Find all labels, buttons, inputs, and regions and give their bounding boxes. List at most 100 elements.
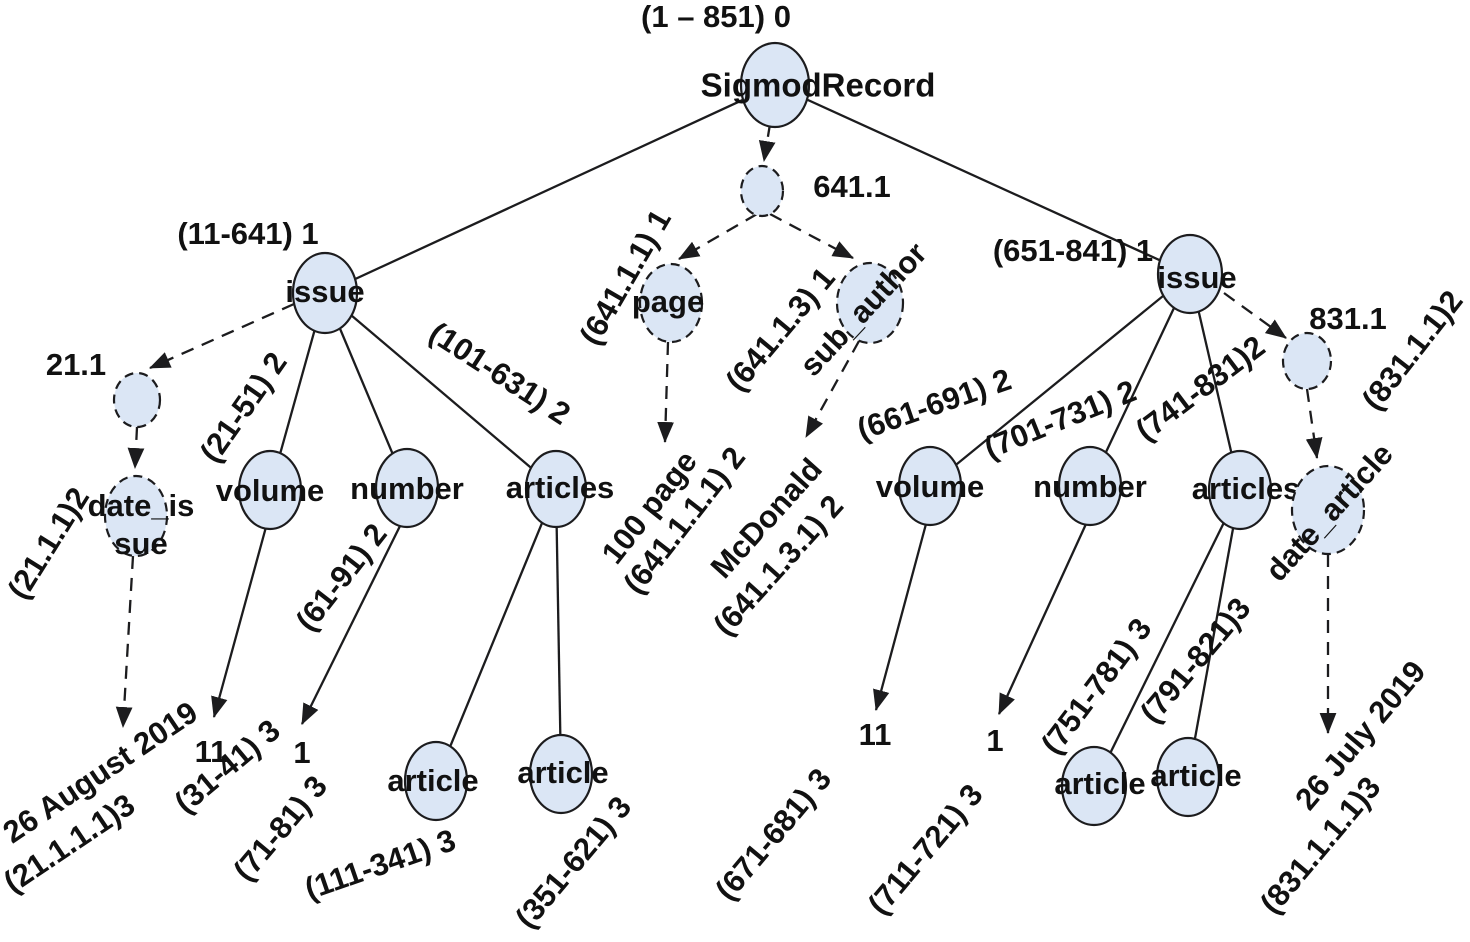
node-number-right-ellipse: [1057, 445, 1123, 527]
node-sigmod-record: SigmodRecord: [701, 41, 936, 129]
label-article-left-1-interval: (111-341) 3: [300, 822, 460, 906]
node-articles-left-ellipse: [524, 449, 588, 529]
node-sigmod-record-label: SigmodRecord: [701, 67, 936, 104]
node-number-right: number: [1033, 445, 1147, 527]
label-issue-left-interval: (11-641) 1: [177, 216, 318, 251]
node-date-article-ellipse: [1290, 464, 1366, 556]
edge-issue-left-articles: [324, 292, 557, 490]
node-volume-left-ellipse: [237, 449, 303, 531]
edge-volume-left-value: [211, 526, 268, 719]
node-volume-right: volume: [876, 445, 985, 527]
node-article-left-1-ellipse: [403, 740, 469, 822]
ref-issue-left-21-1: [149, 302, 295, 370]
node-issue-left-label: issue: [285, 274, 364, 309]
node-sub-author-ellipse: [835, 261, 905, 345]
value-number-left: 1: [293, 735, 310, 770]
node-date-issue-ellipse: [103, 474, 169, 558]
node-article-right-1: article: [1054, 745, 1146, 827]
node-page-ellipse: [638, 262, 704, 344]
edge-number-left-value: [300, 525, 402, 725]
value-number-right: 1: [986, 723, 1003, 758]
node-articles-right: articles: [1192, 449, 1301, 531]
label-articles-right-interval: (741-831)2: [1129, 329, 1271, 448]
label-number-right-value-interval: (711-721) 3: [861, 777, 990, 921]
node-articles-left: articles: [506, 449, 615, 529]
ref-page-value: [657, 341, 674, 444]
label-date-issue-interval: (21.1.1)2: [1, 481, 96, 605]
label-volume-left-interval: (21-51) 2: [193, 346, 294, 469]
node-ref-node-641-1-ellipse: [739, 164, 785, 218]
node-issue-right: issue: [1156, 233, 1237, 315]
node-sigmod-record-ellipse: [739, 41, 811, 129]
node-article-left-2: article: [517, 733, 609, 815]
node-articles-right-label: articles: [1192, 471, 1301, 506]
value-volume-right: 11: [859, 717, 892, 752]
node-issue-right-ellipse: [1156, 233, 1224, 315]
edge-issue-right-volume: [929, 273, 1191, 487]
label-article-right-2-interval: (791-821)3: [1133, 591, 1257, 730]
node-ref-node-831-1: [1281, 331, 1333, 391]
node-article-right-1-ellipse: [1060, 745, 1128, 827]
node-article-left-1: article: [387, 740, 479, 822]
edge-number-right-value: [997, 523, 1088, 715]
ref-21-1-date-issue: [127, 426, 145, 470]
node-issue-left: issue: [285, 251, 365, 335]
node-article-right-1-label: article: [1054, 766, 1145, 801]
label-root-interval: (1 – 851) 0: [641, 0, 791, 34]
node-article-left-2-ellipse: [528, 733, 594, 815]
node-issue-left-ellipse: [291, 251, 359, 335]
node-article-left-1-label: article: [387, 763, 478, 798]
node-article-left-2-label: article: [517, 755, 608, 790]
edge-root-issue-left: [324, 83, 776, 295]
edge-issue-right-number: [1088, 273, 1192, 487]
ref-sub-author-value: [804, 340, 861, 438]
node-ref-node-21-1-ellipse: [112, 371, 162, 429]
node-article-right-2-label: article: [1150, 758, 1241, 793]
edge-articles-right-article-1: [1092, 489, 1242, 787]
edge-volume-right-value: [873, 523, 928, 712]
label-ref-node-831-1: 831.1: [1309, 301, 1387, 336]
node-issue-right-label: issue: [1157, 260, 1236, 295]
node-article-right-2-ellipse: [1155, 736, 1221, 818]
node-number-left: number: [350, 447, 464, 529]
node-page: page: [632, 262, 704, 344]
node-number-left-ellipse: [374, 447, 440, 529]
edge-articles-left-article-1: [434, 488, 558, 782]
ref-641-1-page: [678, 213, 758, 260]
ref-issue-right-831-1: [1223, 292, 1287, 339]
node-articles-left-label: articles: [506, 470, 615, 505]
node-date-article: date_article: [1259, 436, 1400, 587]
node-volume-right-ellipse: [897, 445, 963, 527]
node-articles-right-ellipse: [1207, 449, 1273, 531]
ref-date-issue-value: [115, 555, 135, 729]
node-article-right-2: article: [1150, 736, 1242, 818]
node-volume-left: volume: [216, 449, 325, 531]
node-ref-node-831-1-ellipse: [1281, 331, 1333, 391]
label-issue-right-interval: (651-841) 1: [993, 233, 1153, 268]
node-volume-left-label: volume: [216, 473, 325, 508]
label-volume-right-value-interval: (671-681) 3: [708, 762, 838, 907]
edge-root-issue-right: [774, 83, 1191, 276]
node-number-left-label: number: [350, 471, 464, 506]
label-articles-left-interval: (101-631) 2: [423, 315, 576, 432]
label-ref-node-641-1: 641.1: [813, 169, 891, 204]
edge-articles-left-article-2: [554, 488, 563, 775]
label-number-left-interval: (61-91) 2: [289, 517, 394, 638]
node-ref-node-21-1: [112, 371, 162, 429]
label-article-left-2-interval: (351-621) 3: [508, 790, 638, 935]
edge-articles-right-article-2: [1186, 489, 1242, 778]
node-number-right-label: number: [1033, 469, 1147, 504]
node-date-article-label: date_article: [1259, 436, 1400, 587]
node-volume-right-label: volume: [876, 469, 985, 504]
node-page-label: page: [632, 284, 704, 319]
label-ref-node-21-1: 21.1: [46, 347, 106, 382]
node-ref-node-641-1: [739, 164, 785, 218]
label-article-right-1-interval: (751-781) 3: [1034, 612, 1158, 761]
value-volume-left: 11: [195, 734, 228, 769]
ref-root-641-1: [758, 123, 776, 163]
